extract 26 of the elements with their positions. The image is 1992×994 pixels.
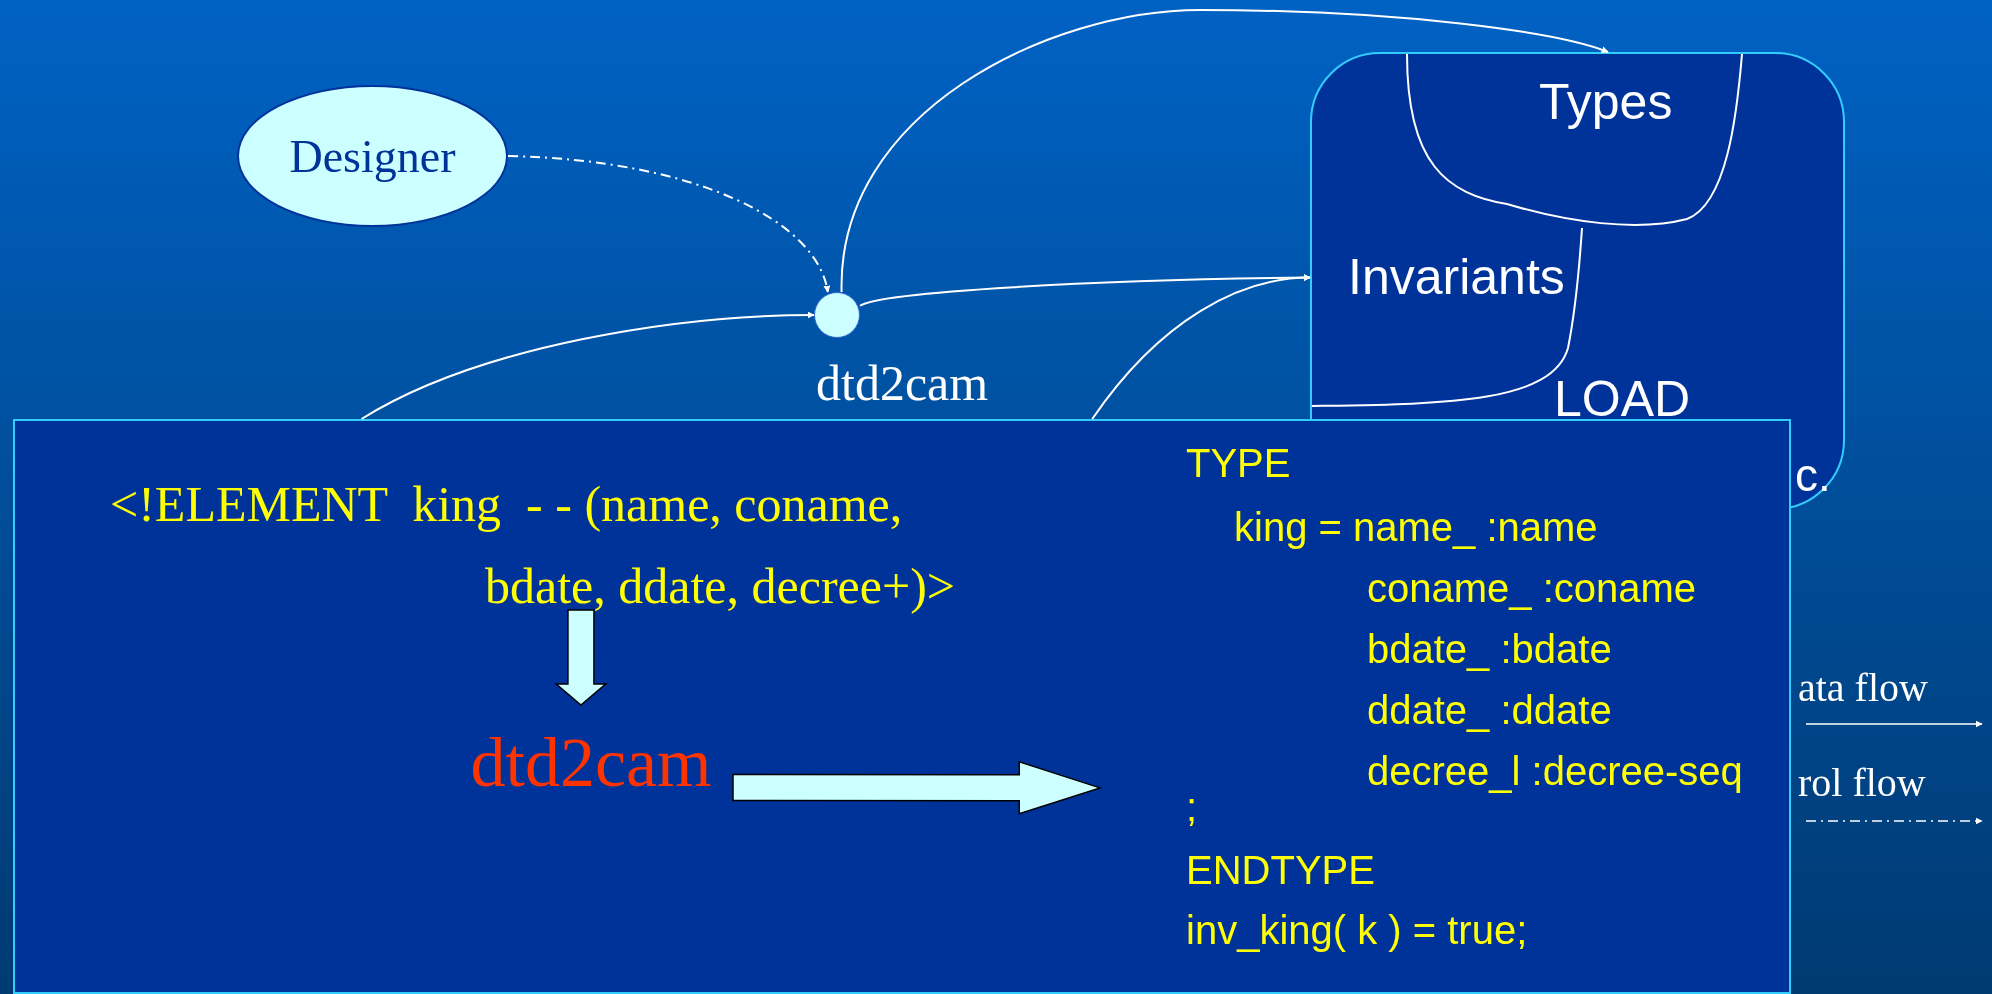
code-line: coname_ :coname [1367,568,1697,608]
types-region [1407,54,1742,228]
code-line: inv_king( k ) = true; [1186,910,1528,950]
legend-label: rol flow [1798,763,1926,803]
arrow [507,155,830,293]
node-caption: dtd2cam [816,358,989,408]
code-line: TYPE [1186,443,1291,483]
arrow [840,9,1609,293]
code-line: ddate_ :ddate [1367,690,1612,730]
code-line: king = name_ :name [1234,507,1598,547]
node-label: c. [1795,452,1831,498]
node-label: dtd2cam [470,722,712,803]
example-overlay [13,419,1791,994]
block-arrow [732,760,1103,815]
code-line: ENDTYPE [1186,850,1375,890]
node-label: Designer [289,129,456,184]
arrow [360,311,815,420]
node-label: Types [1539,77,1673,127]
code-line: decree_l :decree-seq [1367,751,1743,791]
arrow [1091,274,1311,420]
code-line: bdate_ :bdate [1367,629,1612,669]
node-label: LOAD [1554,374,1691,424]
block-arrow [554,609,608,706]
code-line: ; [1186,787,1198,827]
node-label: Invariants [1348,252,1565,302]
legend-label: ata flow [1798,668,1928,708]
